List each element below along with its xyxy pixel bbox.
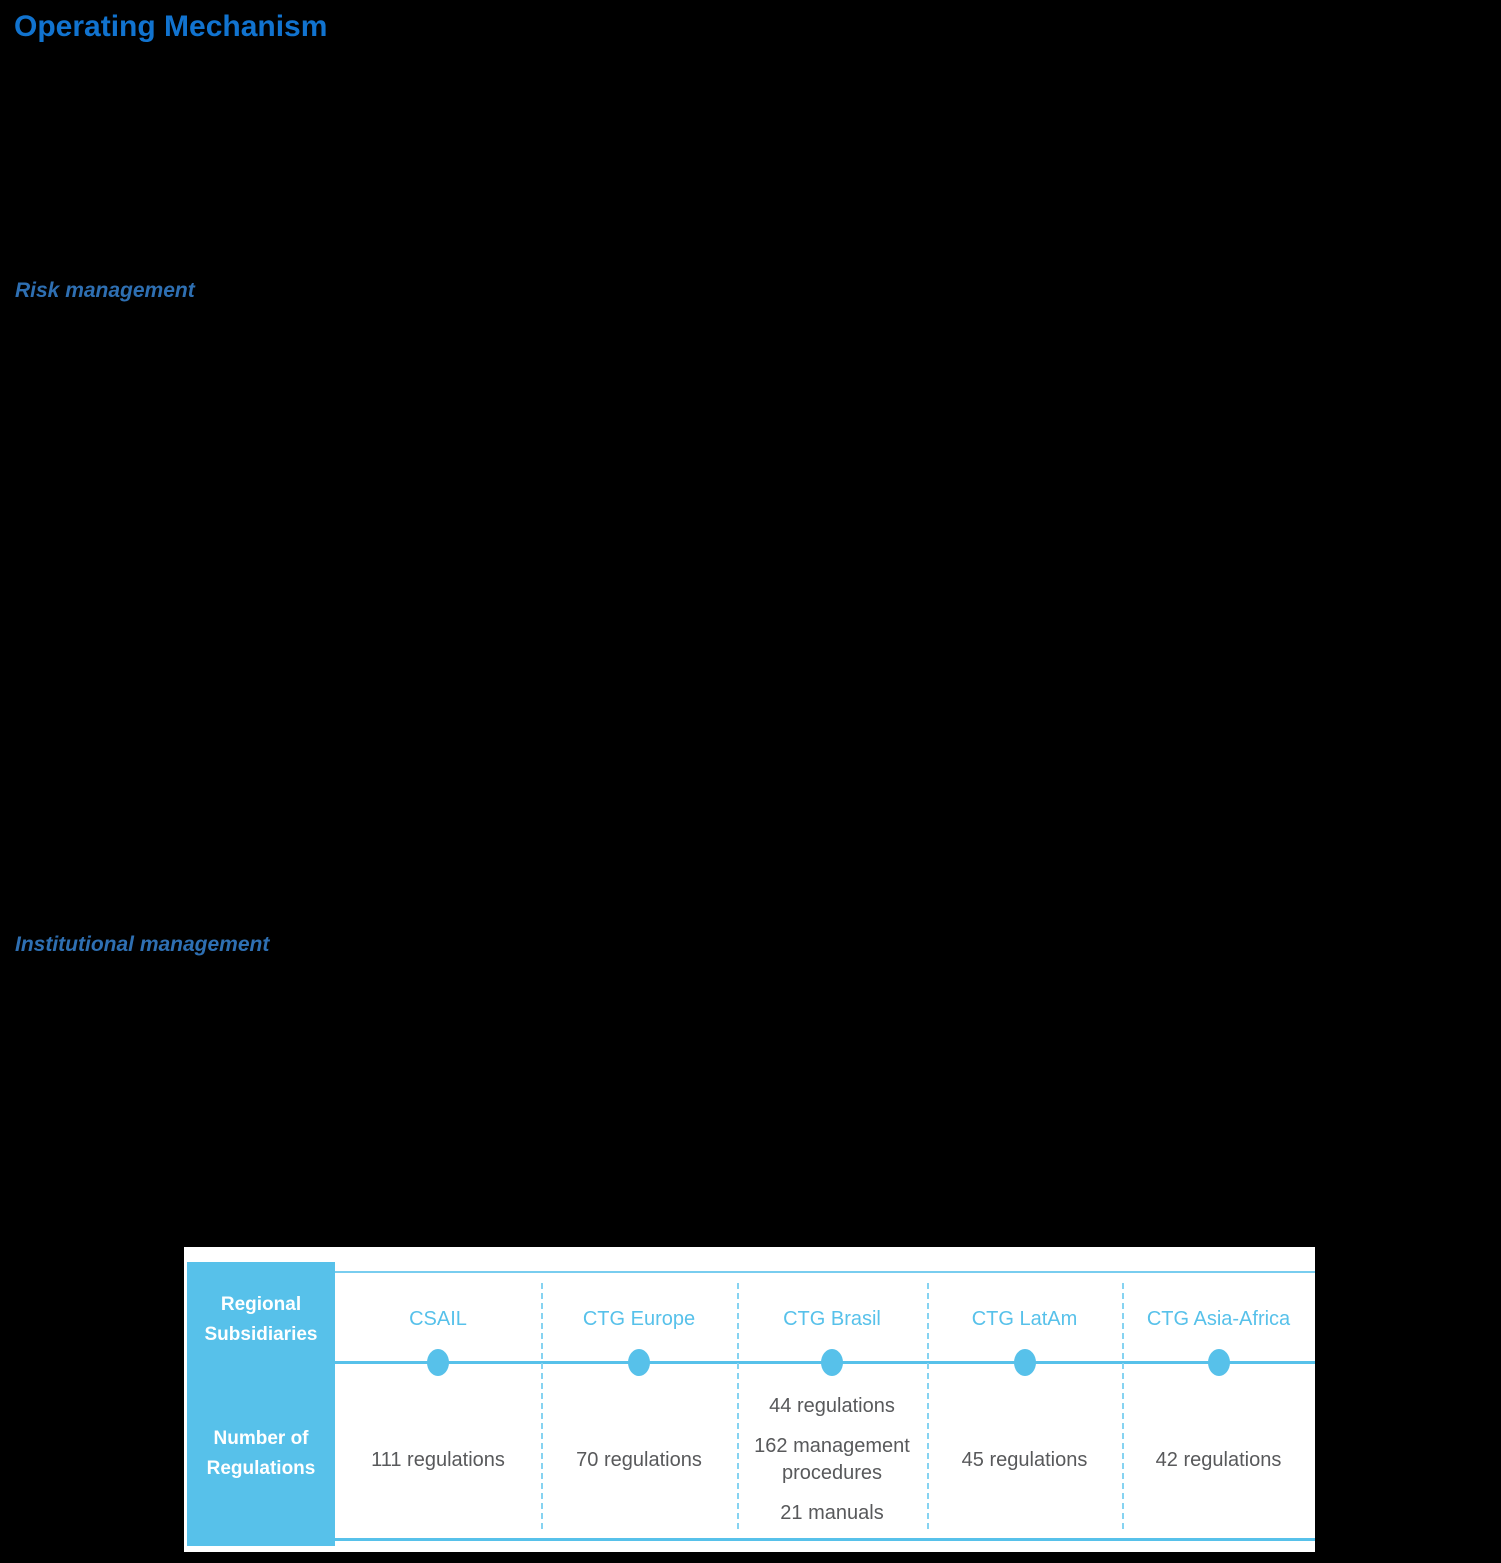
- timeline-dot: [821, 1349, 843, 1376]
- column-divider: [927, 1283, 929, 1529]
- column-divider: [737, 1283, 739, 1529]
- regulations-count-csail: 111 regulations: [371, 1448, 505, 1471]
- regulations-count-ctg-europe: 70 regulations: [576, 1448, 702, 1471]
- subsidiary-header-row: CSAIL CTG Europe CTG Brasil CTG LatAm CT…: [335, 1291, 1315, 1347]
- regulations-count-ctg-brasil: 44 regulations: [769, 1395, 895, 1417]
- section-heading-institutional-management: Institutional management: [15, 933, 270, 956]
- column-divider: [541, 1283, 543, 1529]
- row-header-regional-subsidiaries: Regional Subsidiaries: [204, 1294, 318, 1345]
- column-header-ctg-europe: CTG Europe: [582, 1307, 696, 1330]
- table-top-border: [335, 1271, 1315, 1273]
- timeline-dot: [1013, 1349, 1036, 1376]
- column-header-csail: CSAIL: [409, 1307, 467, 1330]
- row-header-number-of-regulations: Number of Regulations: [206, 1428, 316, 1479]
- timeline-dot: [1207, 1349, 1230, 1376]
- section-heading-risk-management: Risk management: [15, 279, 195, 302]
- timeline-dots-row: [335, 1349, 1315, 1376]
- column-header-ctg-latam: CTG LatAm: [971, 1307, 1078, 1330]
- procedures-count-ctg-brasil: 162 management procedures: [754, 1435, 910, 1484]
- page-title: Operating Mechanism: [14, 10, 328, 43]
- manuals-count-ctg-brasil: 21 manuals: [780, 1502, 884, 1524]
- column-divider: [1122, 1283, 1124, 1529]
- row-header-box: Regional Subsidiaries Number of Regulati…: [187, 1262, 335, 1546]
- regulations-table: Regional Subsidiaries Number of Regulati…: [184, 1247, 1315, 1552]
- regulations-count-ctg-latam: 45 regulations: [961, 1448, 1088, 1471]
- column-header-ctg-asia-africa: CTG Asia-Africa: [1146, 1307, 1291, 1330]
- column-header-ctg-brasil: CTG Brasil: [783, 1307, 881, 1330]
- timeline-dot: [427, 1349, 449, 1376]
- regulation-values-row: 111 regulations 70 regulations 44 regula…: [335, 1383, 1315, 1537]
- regulations-count-ctg-asia-africa: 42 regulations: [1155, 1448, 1282, 1471]
- timeline-dot: [628, 1349, 650, 1376]
- table-bottom-border: [335, 1538, 1315, 1541]
